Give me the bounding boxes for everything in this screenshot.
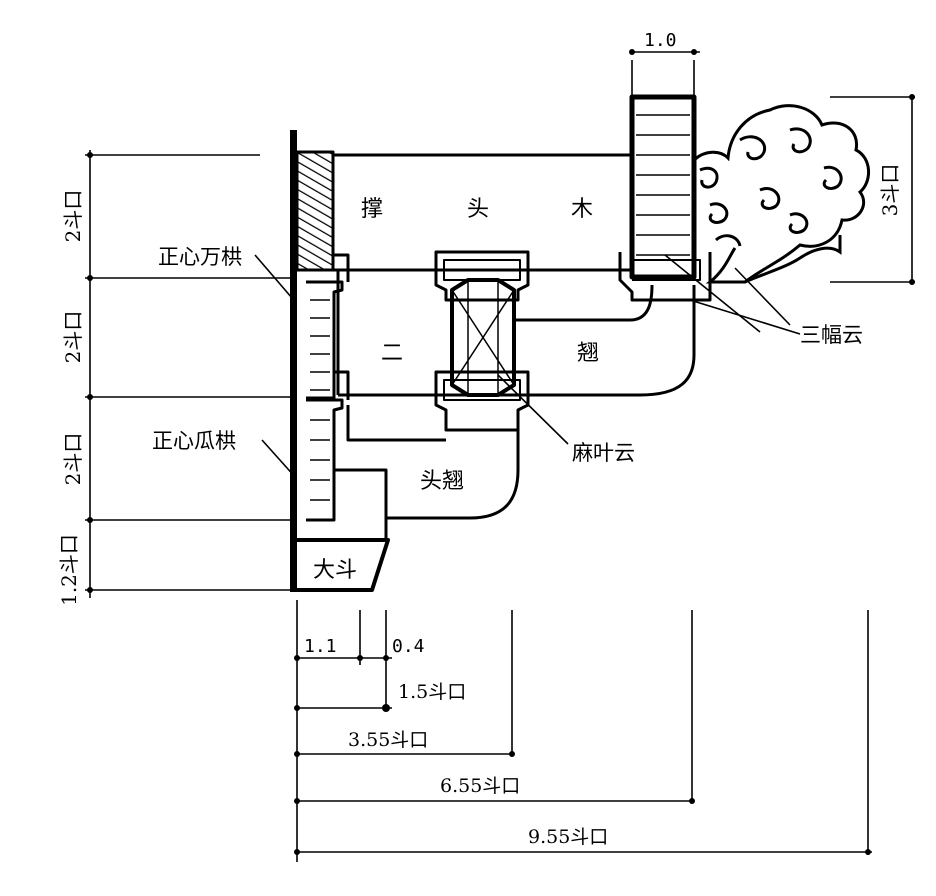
dim-left-2: 2斗口 — [61, 311, 85, 364]
label-cheng: 撑 — [361, 197, 383, 222]
dimension-lines — [85, 51, 915, 862]
hatched-block — [295, 150, 335, 272]
callout-wangong: 正心万栱 — [158, 245, 242, 269]
label-tou: 头 — [467, 197, 489, 222]
chengtou-beam — [333, 153, 632, 272]
dadou-block — [297, 538, 390, 592]
label-er: 二 — [381, 341, 403, 366]
dim-bottom-9-55: 9.55斗口 — [528, 826, 608, 848]
dim-bottom-3-55: 3.55斗口 — [348, 729, 428, 751]
dim-right-height: 3斗口 — [878, 164, 902, 217]
dim-left-4: 1.2斗口 — [57, 534, 81, 606]
center-column — [290, 130, 297, 592]
touqiao-arm — [346, 405, 520, 520]
label-dadou: 大斗 — [313, 558, 357, 583]
callout-mayeyun: 麻叶云 — [572, 441, 635, 465]
callout-guagong: 正心瓜栱 — [152, 429, 236, 453]
dim-bottom-6-55: 6.55斗口 — [440, 775, 520, 797]
dim-top-width: 1.0 — [644, 30, 677, 51]
center-seat-top — [434, 250, 530, 302]
label-mu: 木 — [571, 197, 593, 222]
label-qiao: 翘 — [577, 341, 599, 366]
cloud-ornament — [692, 104, 870, 284]
structure — [290, 94, 712, 592]
dimension-markers — [87, 49, 915, 855]
callout-sanfuyun: 三幅云 — [800, 323, 863, 347]
dim-bottom-1-1: 1.1 — [304, 636, 337, 657]
dim-left-1: 2斗口 — [61, 190, 85, 243]
right-post — [629, 94, 697, 280]
dim-bottom-1-5: 1.5斗口 — [398, 681, 466, 703]
dim-bottom-0-4: 0.4 — [392, 636, 425, 657]
label-touqiao: 头翘 — [420, 469, 464, 494]
dim-left-3: 2斗口 — [61, 433, 85, 486]
